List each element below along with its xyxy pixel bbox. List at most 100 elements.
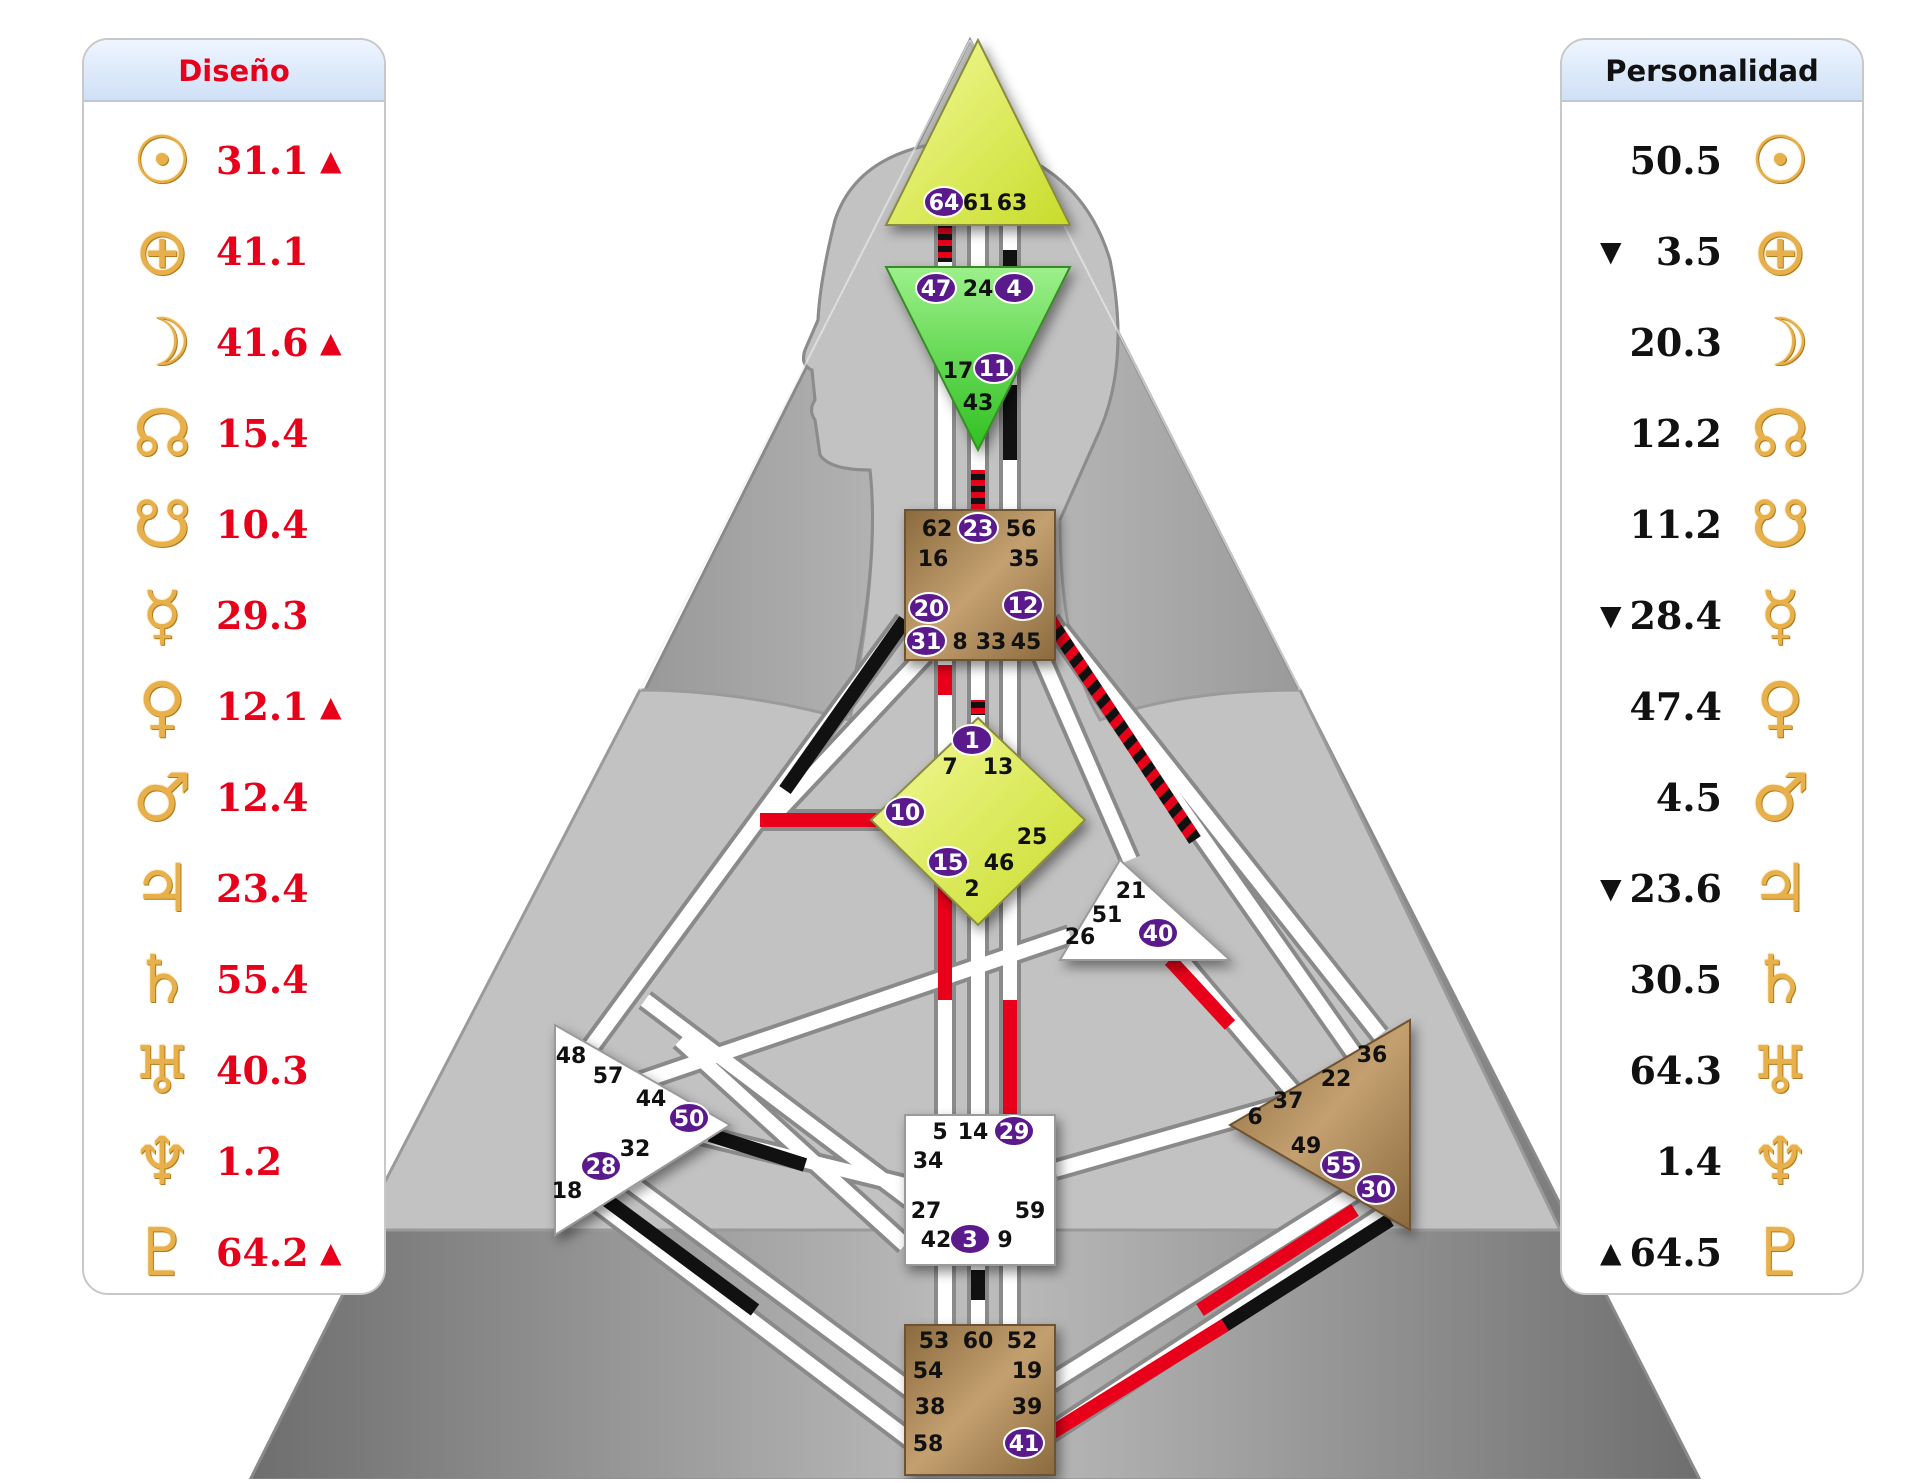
gate-number: 17: [943, 359, 974, 384]
gate-52[interactable]: 52: [1007, 1329, 1038, 1354]
gate-marker: [993, 1115, 1035, 1147]
gate-number: 7: [942, 755, 957, 780]
gate-number: 42: [921, 1228, 952, 1253]
design-value-saturn: 55.4: [216, 957, 309, 1002]
gate-60[interactable]: 60: [963, 1329, 994, 1354]
fixing-arrow-icon: ▼: [1600, 235, 1622, 268]
gate-marker: [927, 846, 969, 878]
gate-number: 38: [915, 1395, 946, 1420]
personality-row-north-node: ☊12.2: [1562, 399, 1862, 469]
gate-50[interactable]: 50: [668, 1102, 710, 1134]
design-row-saturn: ♄55.4: [84, 945, 384, 1015]
gate-27[interactable]: 27: [911, 1199, 942, 1224]
design-row-moon: ☽41.6▲: [84, 308, 384, 378]
gate-57[interactable]: 57: [593, 1064, 624, 1089]
design-value-uranus: 40.3: [216, 1048, 309, 1093]
fixing-arrow-icon: ▼: [1600, 599, 1622, 632]
gate-number: 57: [593, 1064, 624, 1089]
heart-center[interactable]: [1058, 858, 1233, 961]
gate-63[interactable]: 63: [997, 191, 1028, 216]
gate-34[interactable]: 34: [913, 1149, 944, 1174]
gate-46[interactable]: 46: [984, 851, 1015, 876]
gate-6[interactable]: 6: [1247, 1105, 1262, 1130]
design-value-jupiter: 23.4: [216, 866, 309, 911]
gate-26[interactable]: 26: [1065, 925, 1096, 950]
fixing-arrow-icon: ▲: [320, 144, 342, 177]
gate-48[interactable]: 48: [556, 1044, 587, 1069]
gate-2[interactable]: 2: [964, 877, 979, 902]
gate-39[interactable]: 39: [1012, 1395, 1043, 1420]
gate-3[interactable]: 3: [949, 1223, 991, 1255]
gate-number: 5: [932, 1120, 947, 1145]
gate-number: 32: [620, 1137, 651, 1162]
gate-number: 62: [922, 517, 953, 542]
gate-58[interactable]: 58: [913, 1432, 944, 1457]
gate-12[interactable]: 12: [1002, 589, 1044, 621]
gate-32[interactable]: 32: [620, 1137, 651, 1162]
gate-9[interactable]: 9: [997, 1228, 1012, 1253]
gate-17[interactable]: 17: [943, 359, 974, 384]
gate-29[interactable]: 29: [993, 1115, 1035, 1147]
gate-42[interactable]: 42: [921, 1228, 952, 1253]
gate-33[interactable]: 33: [976, 630, 1007, 655]
gate-38[interactable]: 38: [915, 1395, 946, 1420]
gate-59[interactable]: 59: [1015, 1199, 1046, 1224]
gate-15[interactable]: 15: [927, 846, 969, 878]
gate-19[interactable]: 19: [1012, 1359, 1043, 1384]
personality-value-uranus: 64.3: [1629, 1048, 1722, 1093]
gate-51[interactable]: 51: [1092, 903, 1123, 928]
gate-40[interactable]: 40: [1137, 917, 1179, 949]
gate-10[interactable]: 10: [884, 796, 926, 828]
gate-30[interactable]: 30: [1355, 1173, 1397, 1205]
gate-37[interactable]: 37: [1273, 1089, 1304, 1114]
gate-marker: [905, 625, 947, 657]
gate-44[interactable]: 44: [636, 1087, 667, 1112]
gate-1[interactable]: 1: [951, 724, 993, 756]
gate-number: 21: [1116, 879, 1147, 904]
gate-54[interactable]: 54: [913, 1359, 944, 1384]
gate-47[interactable]: 47: [915, 272, 957, 304]
g-center[interactable]: [869, 716, 1087, 927]
gate-number: 43: [963, 391, 994, 416]
gate-64[interactable]: 64: [923, 186, 965, 218]
gate-62[interactable]: 62: [922, 517, 953, 542]
head-center[interactable]: [884, 37, 1072, 226]
gate-number: 36: [1357, 1043, 1388, 1068]
gate-number: 63: [997, 191, 1028, 216]
design-row-venus: ♀12.1▲: [84, 672, 384, 742]
gate-11[interactable]: 11: [973, 352, 1015, 384]
gate-24[interactable]: 24: [963, 277, 994, 302]
spleen-center[interactable]: [554, 1023, 732, 1237]
gate-number: 59: [1015, 1199, 1046, 1224]
gate-21[interactable]: 21: [1116, 879, 1147, 904]
gate-number: 41: [1009, 1432, 1040, 1457]
design-value-north-node: 15.4: [216, 411, 309, 456]
gate-53[interactable]: 53: [919, 1329, 950, 1354]
gate-31[interactable]: 31: [905, 625, 947, 657]
gate-22[interactable]: 22: [1321, 1067, 1352, 1092]
gate-16[interactable]: 16: [918, 547, 949, 572]
jupiter-icon: ♃: [132, 850, 192, 927]
gate-45[interactable]: 45: [1011, 630, 1042, 655]
gate-5[interactable]: 5: [932, 1120, 947, 1145]
gate-4[interactable]: 4: [993, 272, 1035, 304]
gate-35[interactable]: 35: [1009, 547, 1040, 572]
gate-marker: [1355, 1173, 1397, 1205]
gate-14[interactable]: 14: [958, 1120, 989, 1145]
personality-row-sun: ☉50.5: [1562, 126, 1862, 196]
gate-36[interactable]: 36: [1357, 1043, 1388, 1068]
gate-8[interactable]: 8: [952, 630, 967, 655]
gate-49[interactable]: 49: [1291, 1134, 1322, 1159]
gate-25[interactable]: 25: [1017, 825, 1048, 850]
gate-20[interactable]: 20: [908, 592, 950, 624]
gate-61[interactable]: 61: [963, 191, 994, 216]
gate-43[interactable]: 43: [963, 391, 994, 416]
gate-7[interactable]: 7: [942, 755, 957, 780]
gate-55[interactable]: 55: [1320, 1149, 1362, 1181]
gate-18[interactable]: 18: [552, 1179, 583, 1204]
gate-56[interactable]: 56: [1006, 517, 1037, 542]
gate-13[interactable]: 13: [983, 755, 1014, 780]
gate-41[interactable]: 41: [1003, 1427, 1045, 1459]
gate-28[interactable]: 28: [580, 1150, 622, 1182]
gate-23[interactable]: 23: [957, 512, 999, 544]
